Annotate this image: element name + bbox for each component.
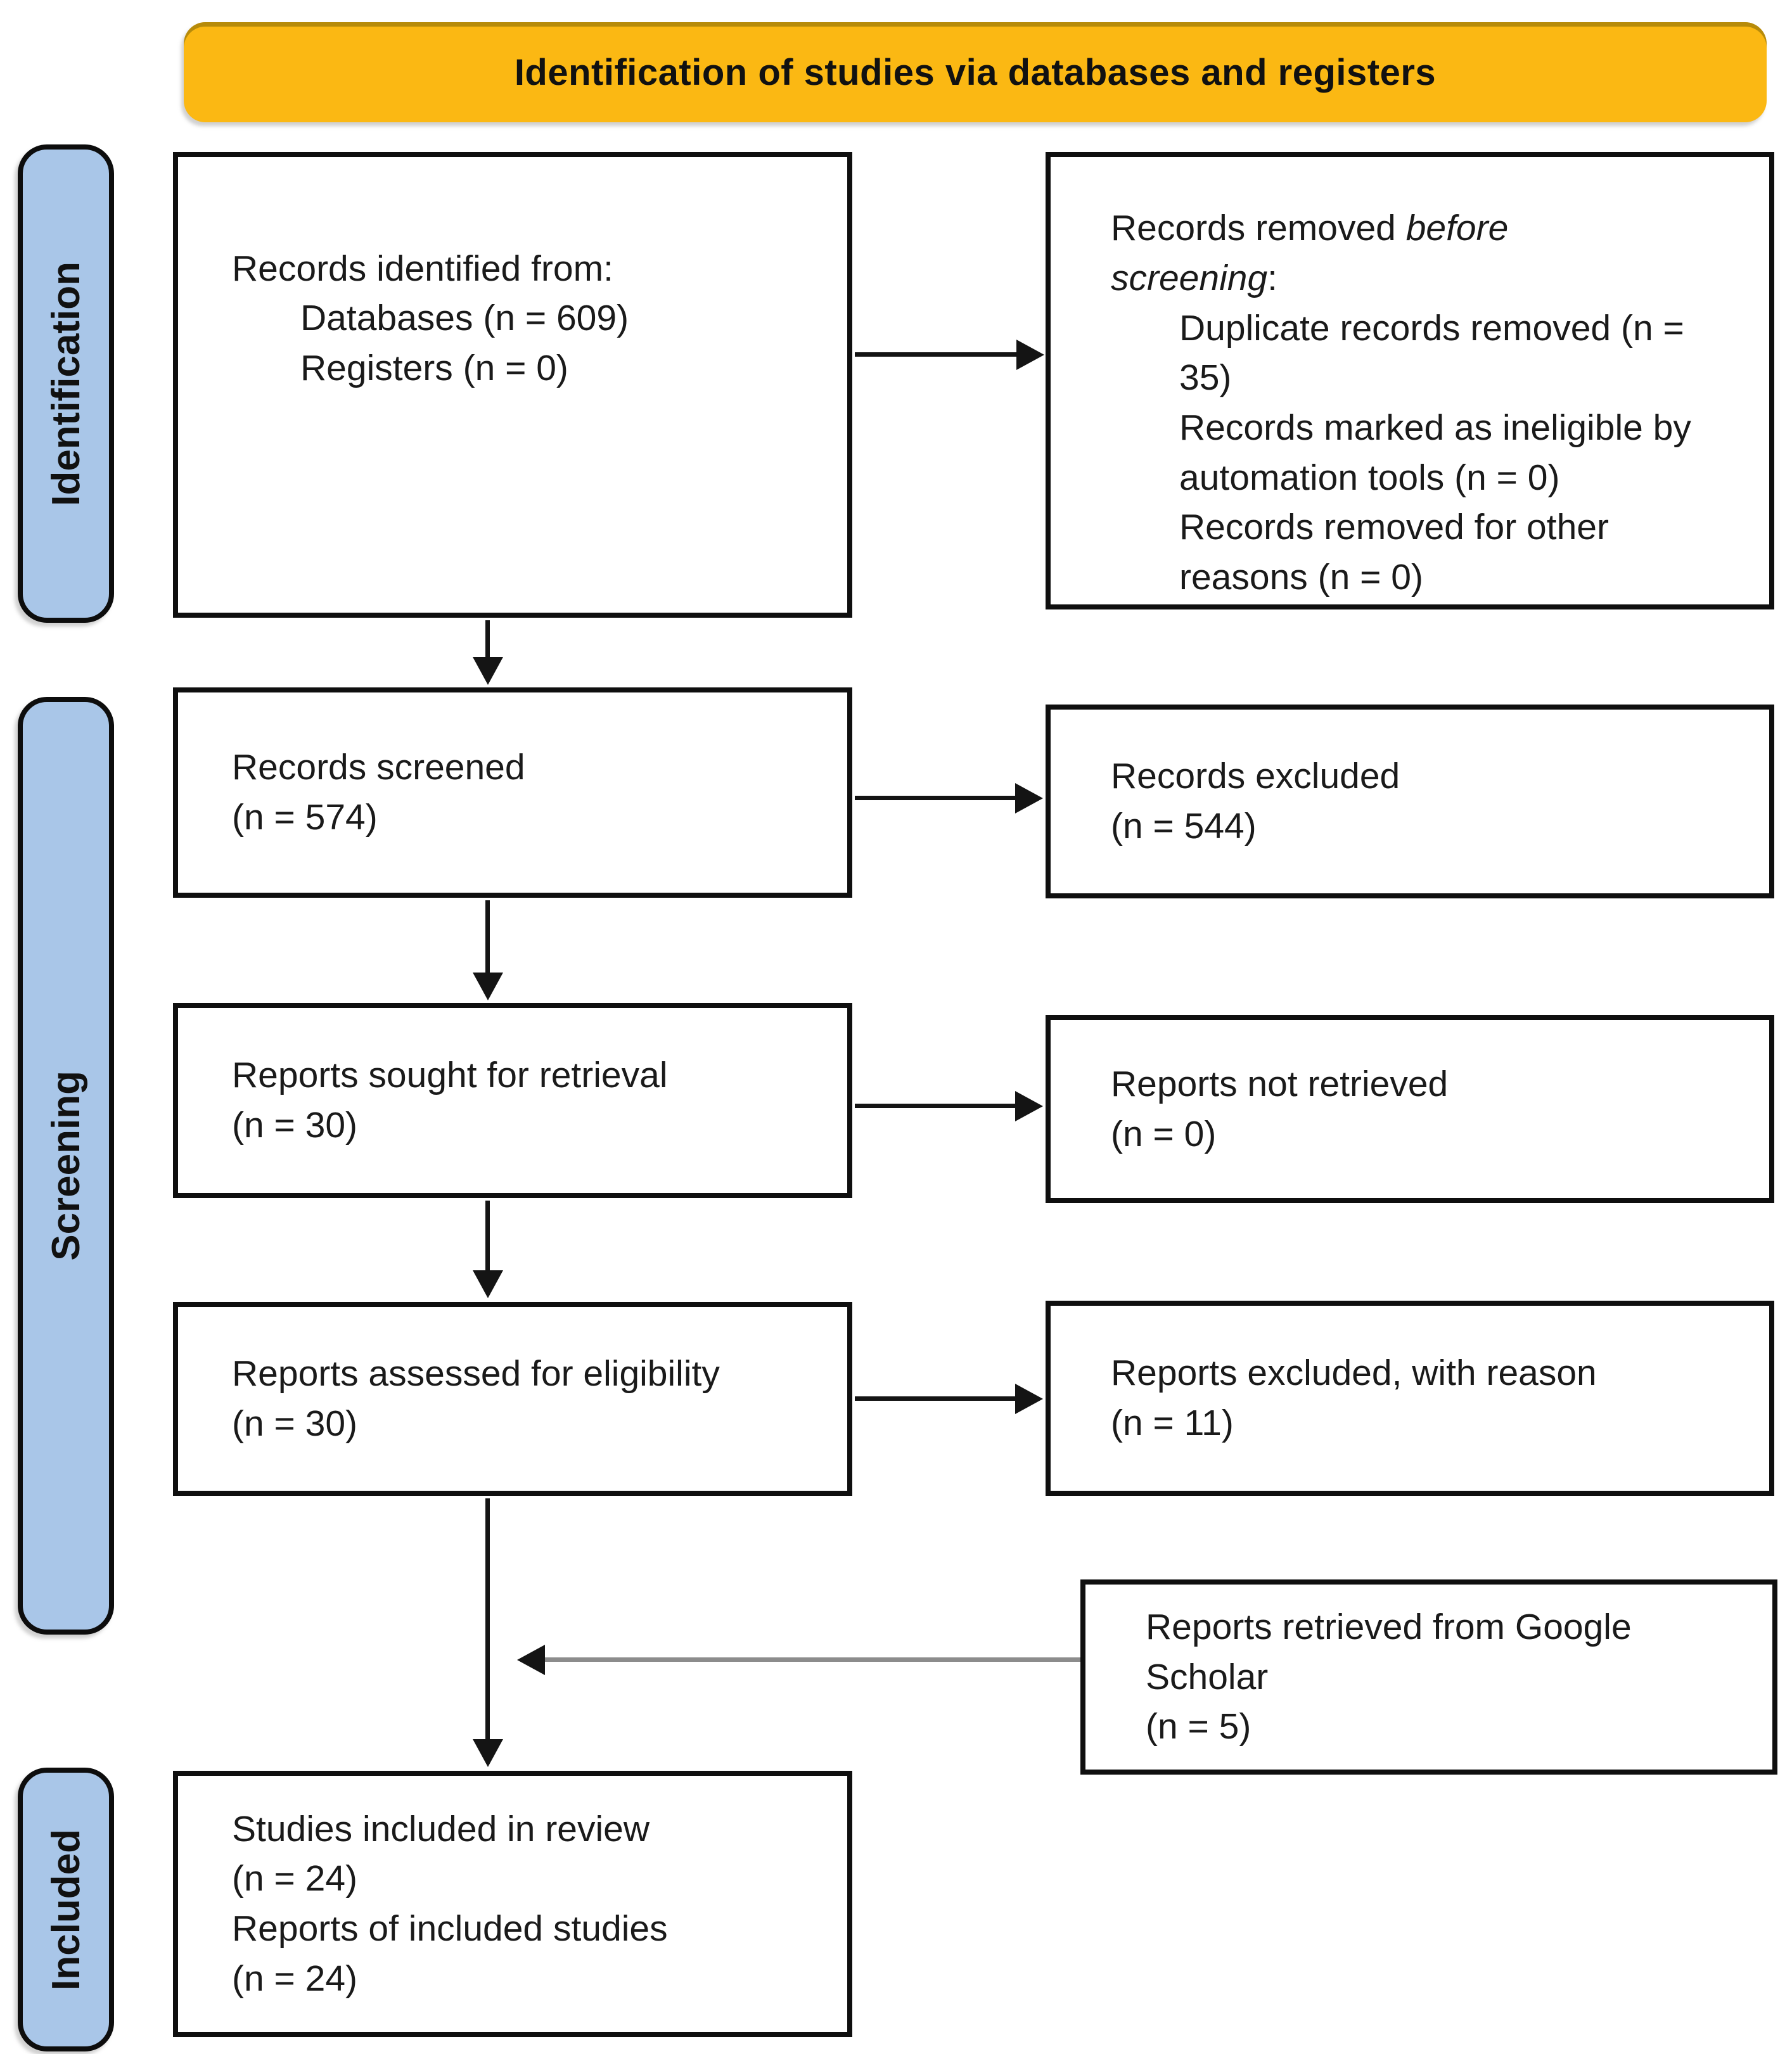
arrow-right-line-2 — [855, 796, 1020, 800]
page-title: Identification of studies via databases … — [514, 51, 1437, 93]
box-count: (n = 24) — [232, 1858, 358, 1899]
box-count: (n = 544) — [1111, 806, 1257, 846]
box-records-excluded: Records excluded (n = 544) — [1046, 705, 1774, 898]
box-text-line: Registers (n = 0) — [300, 347, 568, 388]
box-text-line: Records identified from: — [232, 248, 613, 289]
box-text-line: Reports assessed for eligibility — [232, 1353, 720, 1394]
intro-italic: before screening — [1111, 208, 1509, 299]
arrow-left-head-icon — [517, 1645, 545, 1675]
arrow-down-head-icon — [473, 1739, 503, 1767]
box-reports-sought: Reports sought for retrieval (n = 30) — [173, 1003, 852, 1198]
arrow-right-line-4 — [855, 1396, 1020, 1401]
stage-label: Included — [44, 1828, 88, 1991]
arrow-right-line-1 — [855, 352, 1021, 357]
box-text-line: Reports sought for retrieval — [232, 1055, 668, 1096]
box-reports-excluded-with-reason: Reports excluded, with reason (n = 11) — [1046, 1301, 1774, 1496]
stage-included: Included — [18, 1768, 114, 2051]
box-reports-not-retrieved: Reports not retrieved (n = 0) — [1046, 1015, 1774, 1203]
arrow-right-line-3 — [855, 1104, 1020, 1108]
stage-label: Identification — [44, 261, 88, 506]
box-count: (n = 11) — [1111, 1403, 1234, 1443]
box-text-line: Records removed for other reasons (n = 0… — [1179, 507, 1609, 597]
arrow-right-head-icon — [1015, 1091, 1043, 1121]
box-reports-google-scholar: Reports retrieved from Google Scholar (n… — [1080, 1579, 1777, 1775]
box-count: (n = 30) — [232, 1403, 358, 1444]
arrow-down-line-4 — [485, 1498, 490, 1740]
intro-regular: Records removed — [1111, 208, 1406, 249]
arrow-down-head-icon — [473, 657, 503, 685]
arrow-down-line-1 — [485, 620, 490, 658]
box-records-identified: Records identified from: Databases (n = … — [173, 152, 852, 618]
box-text-line: Records marked as ineligible by automati… — [1179, 407, 1691, 498]
intro-suffix: : — [1267, 258, 1277, 299]
box-text-line: Records excluded — [1111, 756, 1400, 797]
box-count: (n = 5) — [1146, 1706, 1251, 1747]
box-records-removed-before-screening: Records removed before screening: Duplic… — [1046, 152, 1774, 609]
arrow-down-line-2 — [485, 900, 490, 974]
box-text-line: Records removed before screening: — [1111, 203, 1542, 303]
box-text-line: Reports of included studies — [232, 1908, 668, 1949]
arrow-down-line-3 — [485, 1201, 490, 1272]
box-text-line: Records screened — [232, 747, 525, 788]
arrow-right-head-icon — [1015, 1384, 1043, 1414]
box-studies-included: Studies included in review (n = 24) Repo… — [173, 1771, 852, 2037]
arrow-down-head-icon — [473, 973, 503, 1000]
stage-screening: Screening — [18, 697, 114, 1635]
box-count: (n = 574) — [232, 797, 378, 838]
box-text-line: Duplicate records removed (n = 35) — [1179, 307, 1684, 399]
box-records-screened: Records screened (n = 574) — [173, 687, 852, 898]
box-count: (n = 24) — [232, 1958, 358, 1999]
box-text-line: Reports excluded, with reason — [1111, 1353, 1597, 1394]
arrow-left-line-google-scholar — [544, 1657, 1080, 1662]
arrow-right-head-icon — [1016, 340, 1044, 370]
box-text-line: Studies included in review — [232, 1808, 650, 1849]
arrow-right-head-icon — [1015, 783, 1043, 813]
box-text-line: Databases (n = 609) — [300, 298, 629, 339]
box-count: (n = 30) — [232, 1105, 358, 1145]
box-reports-assessed: Reports assessed for eligibility (n = 30… — [173, 1302, 852, 1496]
box-text-line: Reports retrieved from Google Scholar — [1146, 1607, 1632, 1697]
header-banner: Identification of studies via databases … — [184, 22, 1767, 122]
box-count: (n = 0) — [1111, 1113, 1217, 1154]
box-text-line: Reports not retrieved — [1111, 1063, 1449, 1104]
stage-identification: Identification — [18, 144, 114, 623]
arrow-down-head-icon — [473, 1270, 503, 1298]
stage-label: Screening — [44, 1071, 88, 1261]
